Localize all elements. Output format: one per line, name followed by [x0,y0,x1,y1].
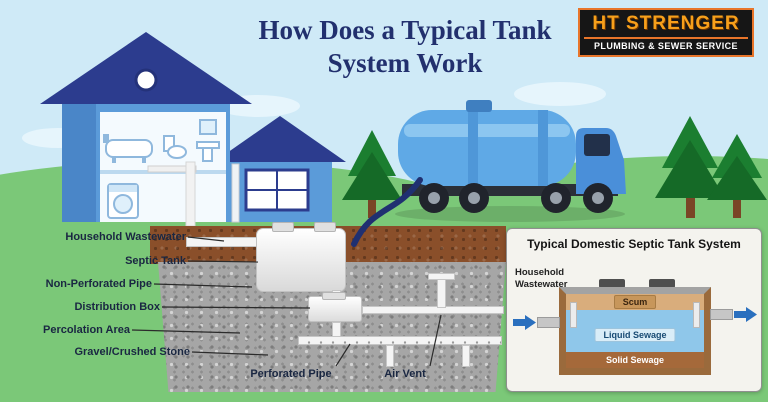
inset-title: Typical Domestic Septic Tank System [527,237,741,251]
company-logo-name: HT STRENGER [592,13,740,34]
sink-icon [196,119,220,162]
non-perforated-lateral-pipe [362,306,504,314]
inset-tank-lid-right [649,279,675,288]
label-percolation-area: Percolation Area [42,324,130,336]
inset-inflow-label: Household Wastewater [515,267,568,290]
tree-right-tall-icon [655,116,725,218]
inset-panel: Typical Domestic Septic Tank System Hous… [506,228,762,392]
tank-hatch [466,100,492,112]
label-septic-tank: Septic Tank [125,255,186,267]
cab-window [584,134,610,156]
air-vent-pipe [437,278,446,308]
house-illustration [40,32,252,227]
air-vent-cap [428,273,455,280]
company-logo: HT STRENGER PLUMBING & SEWER SERVICE [578,8,754,57]
small-house-illustration [214,116,346,223]
toilet-icon [163,135,187,159]
label-gravel-crushed-stone: Gravel/Crushed Stone [74,346,190,358]
interior-drain-pipe [147,165,197,173]
bathtub-icon [103,134,153,163]
label-air-vent: Air Vent [384,368,426,380]
scum-label: Scum [613,295,657,309]
septic-tank-box [256,228,346,292]
septic-lid-left [272,222,294,232]
attic-window [134,68,158,92]
outflow-arrow-icon [734,307,757,322]
percolation-stub-right [462,345,470,367]
label-perforated-pipe: Perforated Pipe [250,368,332,380]
page-title: How Does a Typical Tank System Work [258,15,552,78]
septic-truck-illustration [395,100,626,222]
distribution-box-lid [322,292,346,300]
company-logo-tagline: PLUMBING & SEWER SERVICE [584,37,748,51]
label-household-wastewater: Household Wastewater [65,231,186,243]
septic-lid-right [314,222,336,232]
inset-inlet-pipe [537,317,560,328]
outlet-baffle [693,302,700,328]
inset-outlet-pipe [710,309,733,320]
inflow-arrow-icon [513,315,536,330]
tree-right-small-icon [707,134,767,218]
inlet-baffle [570,302,577,328]
inset-tank-lid-left [599,279,625,288]
perforated-pipe [298,336,502,345]
inset-septic-tank: Scum Liquid Sewage Solid Sewage [559,287,711,375]
label-distribution-box: Distribution Box [74,301,160,313]
household-wastewater-pipe [186,237,258,247]
washing-machine-icon [107,183,139,219]
solid-sewage-layer: Solid Sewage [566,352,704,368]
percolation-stub-left [386,345,394,367]
house-soil-stack-pipe [185,161,196,227]
scum-layer: Scum [566,294,704,310]
label-non-perforated-pipe: Non-Perforated Pipe [45,278,152,290]
liquid-sewage-label: Liquid Sewage [594,328,676,342]
tree-left-icon [342,130,402,218]
